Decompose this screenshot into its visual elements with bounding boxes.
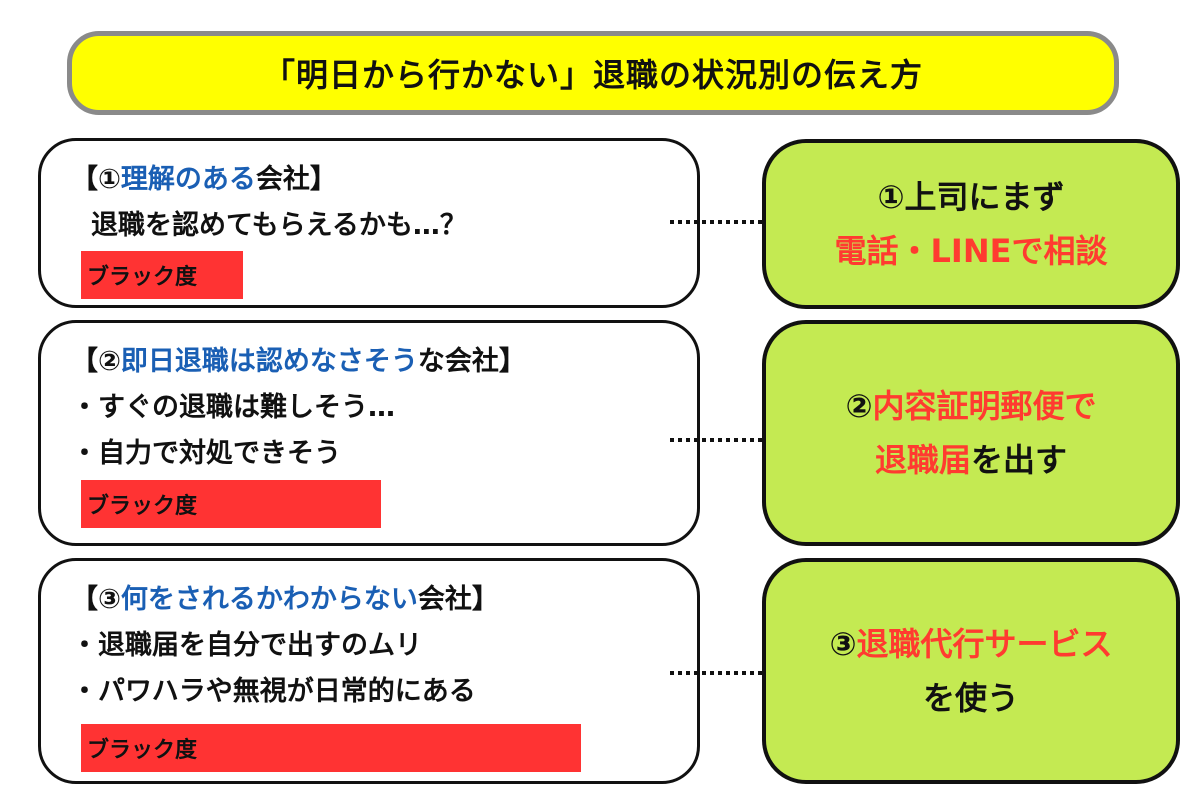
action-line-2: を使う <box>923 671 1019 725</box>
heading-highlight: 何をされるかわからない <box>120 584 418 615</box>
case-line: 退職を認めてもらえるかも…？ <box>91 210 467 241</box>
heading-prefix: 【① <box>71 164 121 195</box>
action-text-red: 退職代行サービス <box>856 625 1113 663</box>
black-level-bar: ブラック度 <box>81 251 243 299</box>
heading-prefix: 【③ <box>71 584 121 615</box>
case-line: ・パワハラや無視が日常的にある <box>71 676 476 707</box>
action-text: を出す <box>971 441 1068 479</box>
case-box-2: 【②即日退職は認めなさそうな会社】 ・すぐの退職は難しそう… ・自力で対処できそ… <box>38 320 700 546</box>
action-box-2: ②内容証明郵便で 退職届を出す <box>762 320 1180 546</box>
page-title: 「明日から行かない」退職の状況別の伝え方 <box>67 31 1119 115</box>
case-line: ・退職届を自分で出すのムリ <box>71 630 422 661</box>
action-text-red: 電話・LINEで相談 <box>834 232 1108 270</box>
action-text: を使う <box>922 679 1019 717</box>
action-box-3: ③退職代行サービス を使う <box>762 558 1180 784</box>
case-heading: 【②即日退職は認めなさそうな会社】 <box>71 339 526 378</box>
action-text: ①上司にまず <box>877 178 1065 216</box>
action-text-red: 退職届 <box>874 441 971 479</box>
case-box-1: 【①理解のある会社】 退職を認めてもらえるかも…？ ブラック度 <box>38 138 700 308</box>
action-line-1: ②内容証明郵便で <box>845 379 1096 433</box>
heading-highlight: 理解のある <box>120 164 256 195</box>
action-line-1: ①上司にまず <box>877 170 1064 224</box>
action-text-red: 内容証明郵便で <box>872 387 1097 425</box>
action-line-2: 退職届を出す <box>875 433 1067 487</box>
case-line: ・すぐの退職は難しそう… <box>71 392 395 423</box>
case-heading: 【③何をされるかわからない会社】 <box>71 577 499 616</box>
action-text: ② <box>845 387 873 425</box>
case-line: ・自力で対処できそう <box>71 438 341 469</box>
action-line-1: ③退職代行サービス <box>829 617 1112 671</box>
action-box-1: ①上司にまず 電話・LINEで相談 <box>762 139 1180 309</box>
action-text: ③ <box>829 625 857 663</box>
heading-highlight: 即日退職は認めなさそう <box>120 346 418 377</box>
case-heading: 【①理解のある会社】 <box>71 157 337 196</box>
case-box-3: 【③何をされるかわからない会社】 ・退職届を自分で出すのムリ ・パワハラや無視が… <box>38 558 700 784</box>
black-level-bar: ブラック度 <box>81 480 381 528</box>
heading-suffix: 会社】 <box>255 164 337 195</box>
heading-suffix: 会社】 <box>417 584 499 615</box>
action-line-2: 電話・LINEで相談 <box>835 224 1108 278</box>
heading-prefix: 【② <box>71 346 121 377</box>
black-level-bar: ブラック度 <box>81 724 581 772</box>
heading-suffix: な会社】 <box>417 346 526 377</box>
